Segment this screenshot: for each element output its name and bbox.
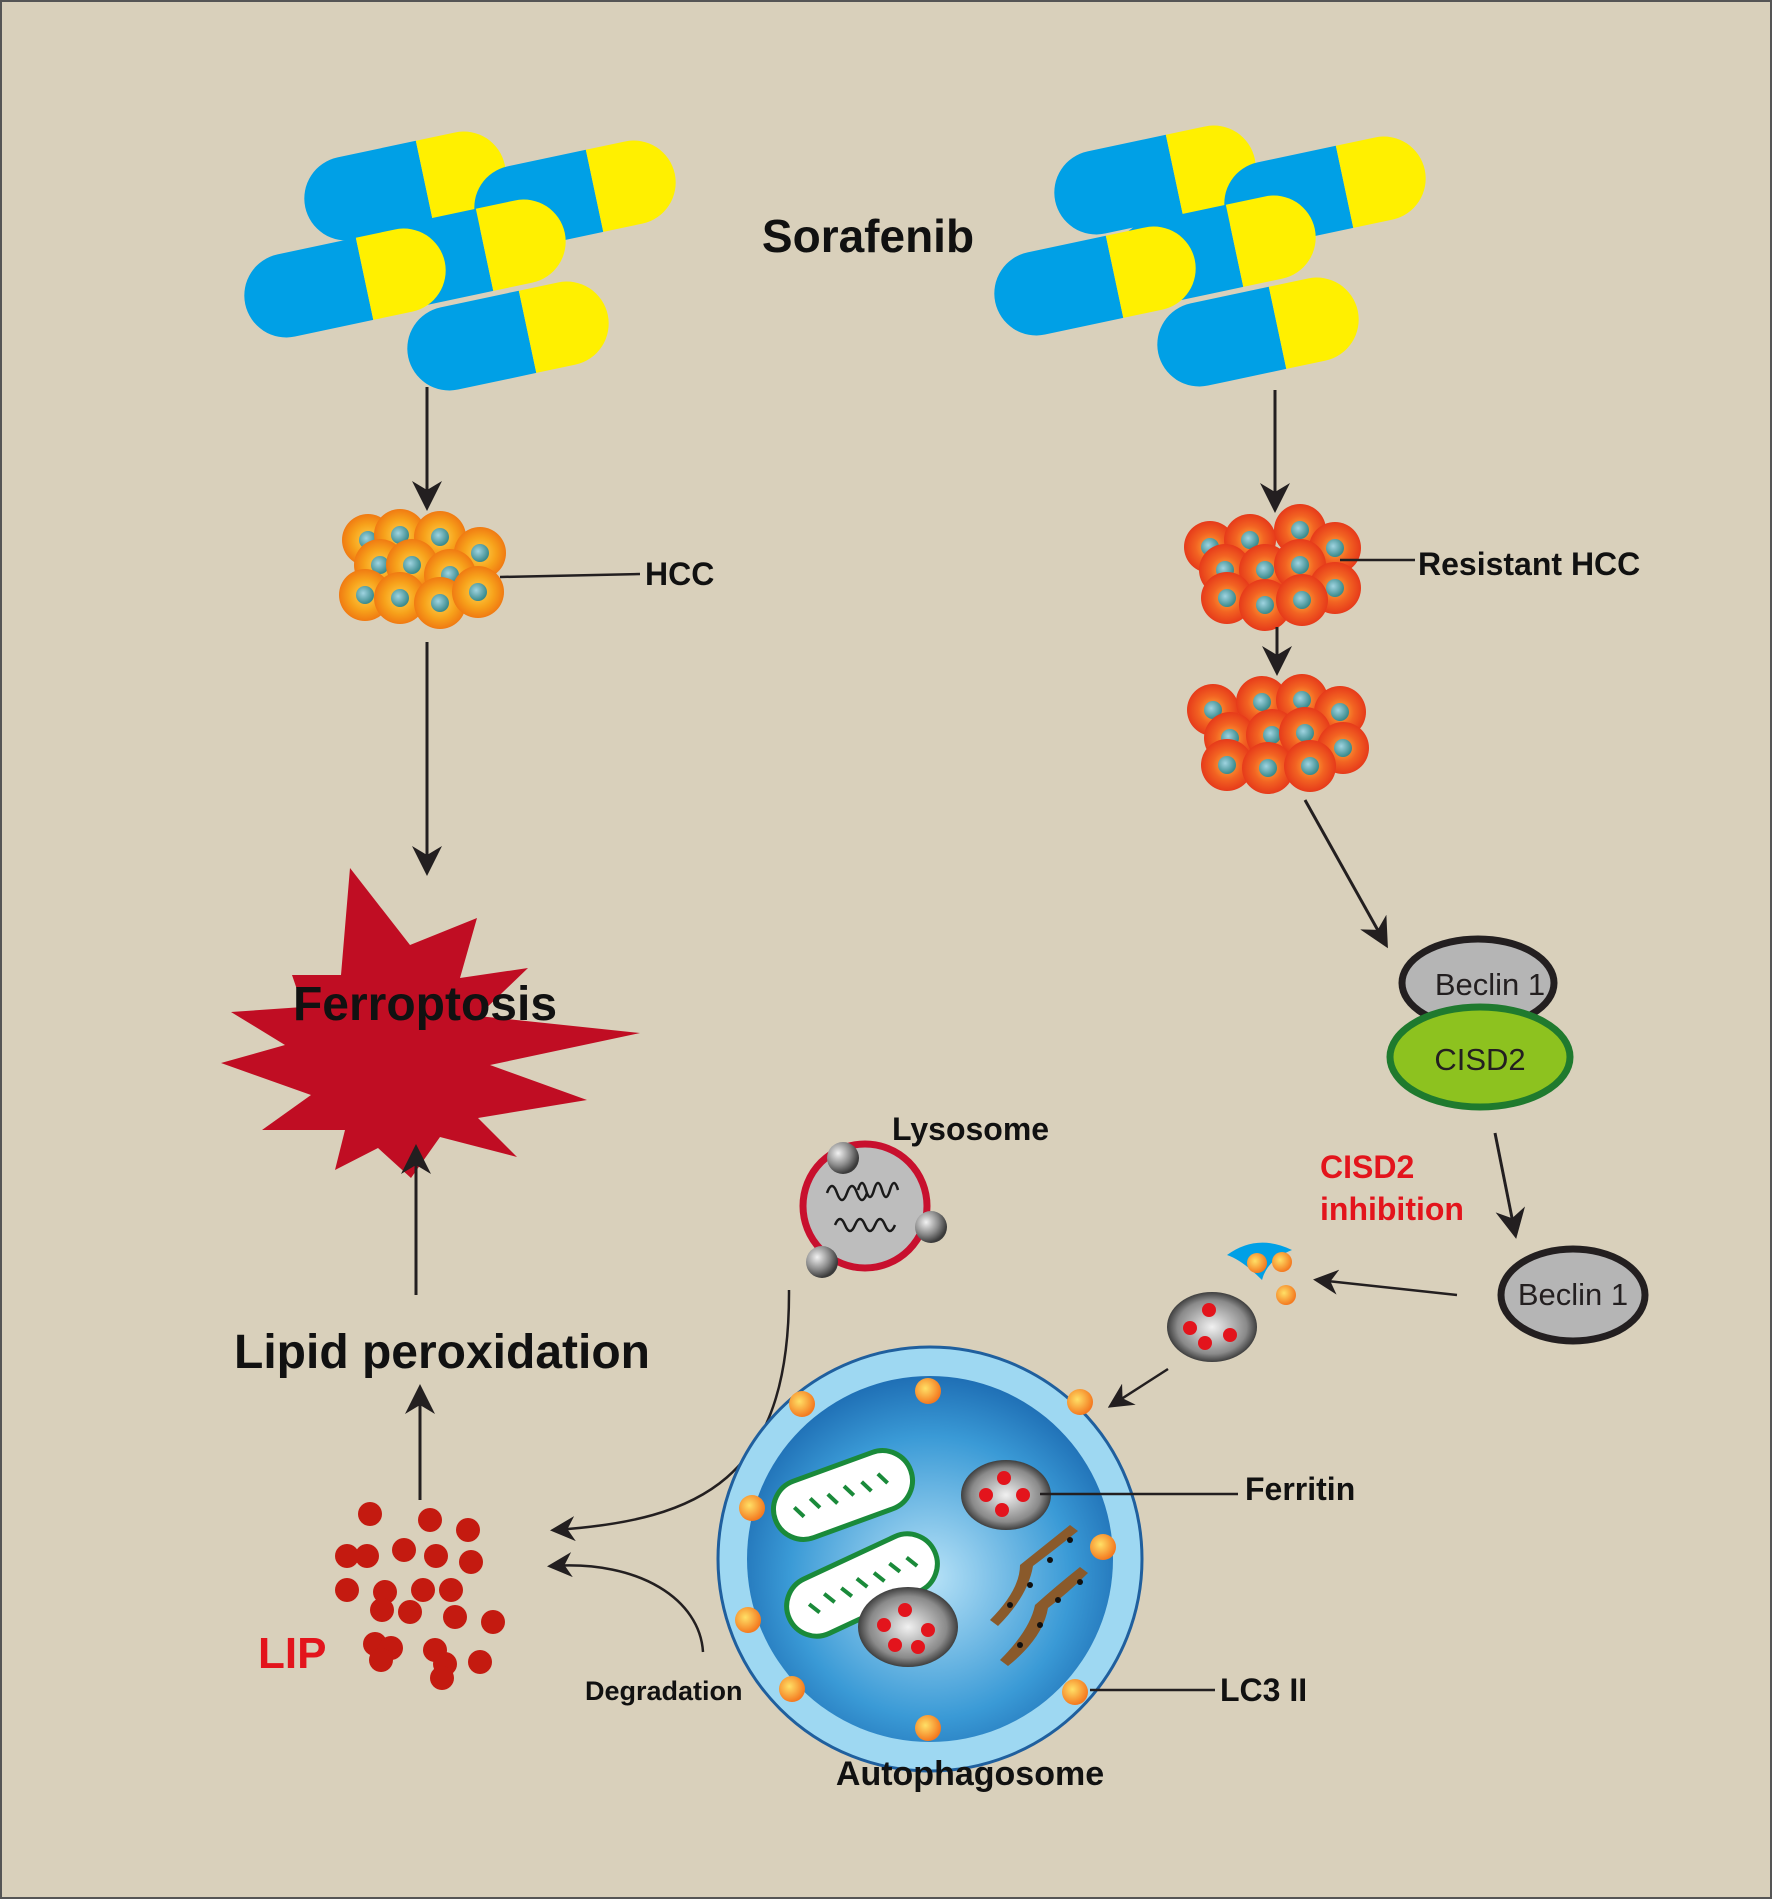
cisd2-inhibition-line1: CISD2 <box>1320 1149 1414 1185</box>
ferritin-vesicle-small <box>1167 1292 1257 1362</box>
sorafenib-label: Sorafenib <box>762 210 974 262</box>
phagophore <box>1227 1242 1296 1305</box>
beclin1-top-label: Beclin 1 <box>1435 967 1545 1002</box>
beclin1-bottom-label: Beclin 1 <box>1518 1277 1628 1312</box>
ferritin-label: Ferritin <box>1245 1471 1355 1507</box>
resistant-hcc-label: Resistant HCC <box>1418 546 1640 582</box>
lysosome <box>799 1140 947 1278</box>
beclin1-bottom-shape <box>1497 1245 1649 1345</box>
lc3ii-label: LC3 II <box>1220 1672 1307 1708</box>
degradation-label: Degradation <box>585 1676 743 1706</box>
cisd2-label: CISD2 <box>1434 1042 1525 1077</box>
cisd2-shape <box>1386 1003 1574 1111</box>
autophagosome <box>716 1345 1144 1773</box>
arrow-lysosome-to-lip <box>550 1289 791 1542</box>
hcc-leader-line <box>499 572 641 579</box>
arrow-cisd2-to-beclin <box>1493 1132 1526 1239</box>
ferroptosis-burst <box>221 868 640 1178</box>
lipid-peroxidation-label: Lipid peroxidation <box>234 1326 650 1379</box>
arrow-beclin-to-phagophore <box>1313 1269 1458 1297</box>
lip-label: LIP <box>258 1629 326 1678</box>
lip-iron-dots <box>335 1502 505 1690</box>
ferroptosis-label: Ferroptosis <box>293 978 557 1031</box>
arrow-vesicle-to-autophagosome <box>1107 1367 1169 1408</box>
cisd2-inhibition-line2: inhibition <box>1320 1191 1464 1227</box>
lysosome-label: Lysosome <box>892 1111 1049 1147</box>
hcc-label: HCC <box>645 556 714 592</box>
autophagosome-label: Autophagosome <box>836 1755 1104 1793</box>
arrow-degradation-to-lip <box>547 1552 705 1653</box>
arrow-cluster2-to-beclin <box>1303 799 1388 949</box>
